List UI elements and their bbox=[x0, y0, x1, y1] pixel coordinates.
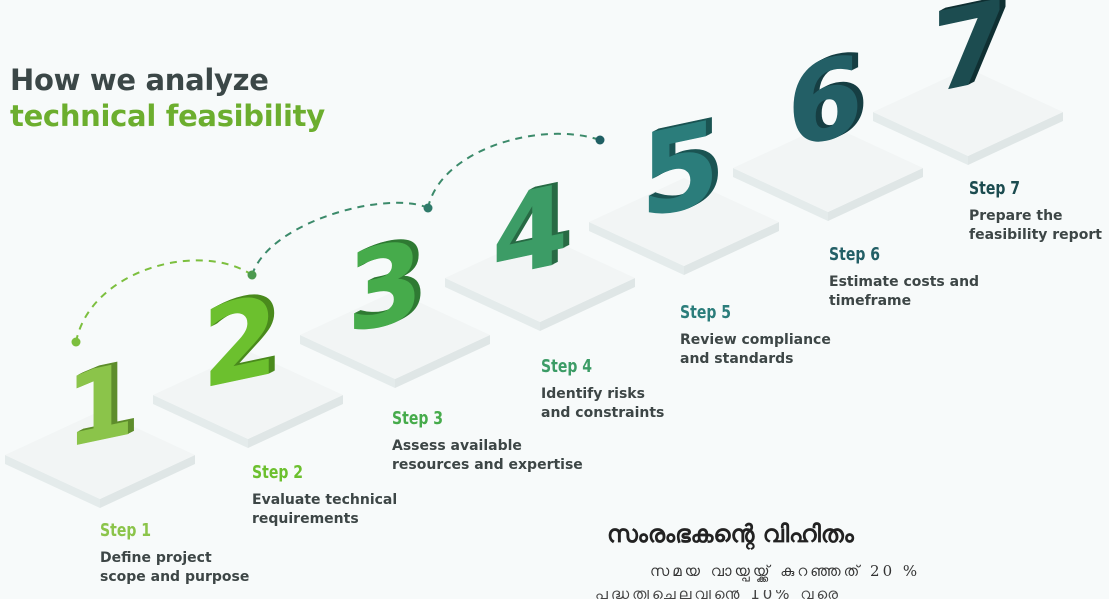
step-description: Define project scope and purpose bbox=[100, 550, 250, 585]
svg-text:4: 4 bbox=[498, 158, 575, 302]
svg-text:1: 1 bbox=[67, 339, 137, 470]
step-item: Step 4 Identify risks and constraints bbox=[541, 356, 664, 423]
svg-text:3: 3 bbox=[352, 213, 429, 357]
step-description: Review compliance and standards bbox=[680, 332, 831, 367]
step-item: Step 7 Prepare the feasibility report bbox=[969, 178, 1102, 245]
step-description: Estimate costs and timeframe bbox=[829, 274, 980, 309]
svg-text:6: 6 bbox=[793, 27, 870, 171]
overlay-cut-line: പദ്ധതിച്ചെലവിന്റെ 10% വരെ bbox=[595, 590, 841, 599]
step-label: Step 7 bbox=[969, 178, 1021, 199]
step-description: Evaluate technical requirements bbox=[252, 492, 398, 527]
svg-text:1: 1 bbox=[68, 338, 138, 469]
svg-text:2: 2 bbox=[205, 269, 282, 413]
step-item: Step 5 Review compliance and standards bbox=[680, 302, 831, 369]
step-platform bbox=[733, 124, 923, 221]
svg-text:6: 6 bbox=[792, 28, 869, 172]
connector-dot bbox=[423, 203, 433, 213]
svg-text:6: 6 bbox=[789, 30, 866, 174]
svg-text:2: 2 bbox=[207, 268, 284, 412]
step-label: Step 2 bbox=[252, 462, 304, 483]
svg-text:2: 2 bbox=[203, 270, 280, 414]
svg-text:7: 7 bbox=[936, 0, 1013, 117]
svg-text:2: 2 bbox=[202, 271, 279, 415]
overlay-body-text: സമയ വായ്പയ്ക്ക് കുറഞ്ഞത് 20 % bbox=[650, 562, 921, 580]
svg-text:7: 7 bbox=[935, 0, 1012, 118]
step-description: Identify risks and constraints bbox=[541, 386, 665, 421]
step-label: Step 5 bbox=[680, 302, 732, 323]
step-description: Assess available resources and expertise bbox=[392, 438, 583, 473]
step-item: Step 2 Evaluate technical requirements bbox=[252, 462, 397, 529]
step-item: Step 1 Define project scope and purpose bbox=[100, 520, 249, 587]
svg-text:3: 3 bbox=[348, 215, 425, 359]
title-line-2: technical feasibility bbox=[10, 99, 325, 133]
svg-text:4: 4 bbox=[493, 160, 570, 304]
svg-text:6: 6 bbox=[790, 29, 867, 173]
step-platform bbox=[153, 351, 343, 448]
connector-arc bbox=[251, 201, 429, 276]
svg-text:1: 1 bbox=[70, 337, 140, 468]
connector-arc bbox=[427, 132, 601, 209]
step-platform bbox=[589, 178, 779, 275]
svg-text:4: 4 bbox=[497, 158, 574, 302]
svg-text:2: 2 bbox=[206, 269, 283, 413]
svg-text:7: 7 bbox=[934, 0, 1011, 118]
svg-text:6: 6 bbox=[791, 28, 868, 172]
step-label: Step 1 bbox=[100, 520, 152, 541]
connector-dot bbox=[247, 270, 257, 280]
step-item: Step 6 Estimate costs and timeframe bbox=[829, 244, 979, 311]
svg-text:6: 6 bbox=[788, 30, 865, 174]
svg-text:5: 5 bbox=[644, 93, 724, 244]
step-description: Prepare the feasibility report bbox=[969, 208, 1102, 243]
svg-text:3: 3 bbox=[347, 216, 424, 360]
connector-dot bbox=[71, 337, 81, 347]
title-line-1: How we analyze bbox=[10, 63, 269, 97]
svg-text:4: 4 bbox=[495, 159, 572, 303]
svg-text:3: 3 bbox=[350, 214, 427, 358]
svg-text:7: 7 bbox=[937, 0, 1014, 117]
svg-text:4: 4 bbox=[496, 159, 573, 303]
step-platform bbox=[445, 234, 635, 331]
svg-text:1: 1 bbox=[71, 337, 141, 468]
connector-dot bbox=[595, 135, 605, 145]
step-platform bbox=[5, 411, 195, 508]
svg-text:1: 1 bbox=[66, 339, 136, 470]
svg-text:1: 1 bbox=[65, 340, 135, 471]
svg-text:5: 5 bbox=[645, 93, 725, 244]
step-platform bbox=[300, 291, 490, 388]
svg-text:7: 7 bbox=[938, 0, 1015, 116]
connector-arc bbox=[75, 259, 253, 343]
svg-text:7: 7 bbox=[932, 0, 1009, 119]
svg-text:5: 5 bbox=[640, 95, 720, 246]
page-title: How we analyze technical feasibility bbox=[10, 62, 325, 134]
svg-text:5: 5 bbox=[641, 95, 721, 246]
svg-text:2: 2 bbox=[204, 270, 281, 414]
svg-text:6: 6 bbox=[787, 31, 864, 175]
svg-text:4: 4 bbox=[494, 160, 571, 304]
svg-text:5: 5 bbox=[646, 92, 726, 243]
svg-text:1: 1 bbox=[69, 338, 139, 469]
svg-text:3: 3 bbox=[349, 215, 426, 359]
svg-text:5: 5 bbox=[642, 94, 722, 245]
step-item: Step 3 Assess available resources and exp… bbox=[392, 408, 583, 475]
svg-text:3: 3 bbox=[353, 213, 430, 357]
svg-text:3: 3 bbox=[351, 214, 428, 358]
step-label: Step 3 bbox=[392, 408, 444, 429]
svg-text:5: 5 bbox=[643, 94, 723, 245]
svg-text:7: 7 bbox=[933, 0, 1010, 119]
overlay-heading: സംരംഭകന്റെ വിഹിതം bbox=[607, 520, 854, 548]
step-platform bbox=[873, 68, 1063, 165]
step-label: Step 6 bbox=[829, 244, 881, 265]
svg-text:2: 2 bbox=[208, 268, 285, 412]
svg-text:4: 4 bbox=[492, 161, 569, 305]
step-label: Step 4 bbox=[541, 356, 593, 377]
